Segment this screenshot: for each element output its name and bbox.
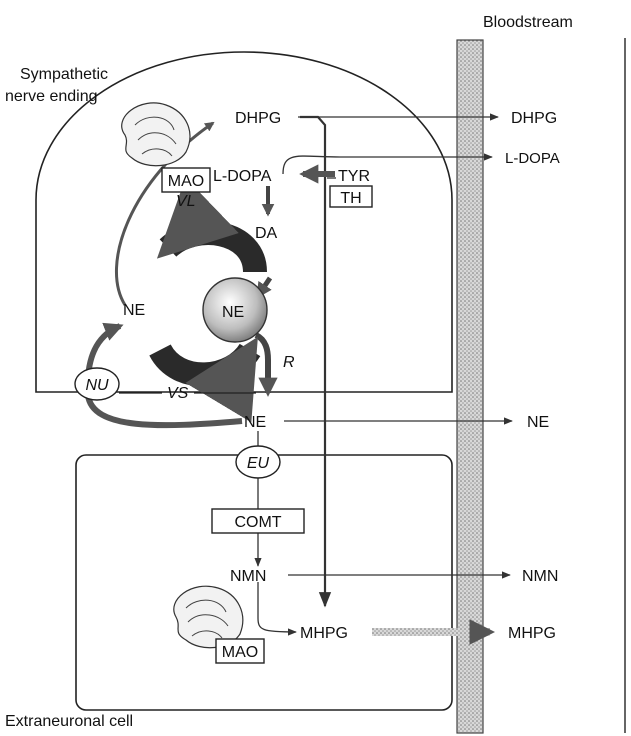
ldopa-label: L-DOPA (213, 168, 272, 185)
nerve-ending-label-line2: nerve ending (5, 88, 98, 105)
nu-transporter: NU (75, 368, 119, 400)
ne-vesicle-label: NE (222, 304, 244, 321)
nmn-to-mhpg-arrow (258, 582, 296, 632)
da-label: DA (255, 225, 278, 242)
blood-ne-label: NE (527, 414, 549, 431)
nmn-label: NMN (230, 568, 266, 585)
release-arrow (256, 335, 268, 393)
th-label: TH (340, 190, 361, 207)
r-label: R (283, 354, 295, 371)
ne-cytoplasm-label: NE (123, 302, 145, 319)
comt-box: COMT (212, 509, 304, 533)
mitochondrion-top (122, 103, 190, 166)
tyr-label: TYR (338, 168, 370, 185)
mao-bottom-label: MAO (222, 644, 258, 661)
vs-label: VS (167, 385, 189, 402)
vl-label: VL (176, 193, 196, 210)
dhpg-label: DHPG (235, 110, 281, 127)
ne-cleft-label: NE (244, 414, 266, 431)
nerve-ending-label-line1: Sympathetic (20, 66, 108, 83)
eu-transporter: EU (236, 446, 280, 478)
blood-ldopa-label: L-DOPA (505, 150, 560, 167)
blood-dhpg-label: DHPG (511, 110, 557, 127)
blood-mhpg-label: MHPG (508, 625, 556, 642)
extraneuronal-label: Extraneuronal cell (5, 713, 133, 730)
blood-nmn-label: NMN (522, 568, 558, 585)
mao-top-box: MAO (162, 168, 210, 192)
th-box: TH (330, 186, 372, 207)
mao-top-label: MAO (168, 173, 204, 190)
comt-label: COMT (234, 514, 281, 531)
nu-label: NU (85, 377, 109, 394)
vl-leak-arrow (168, 233, 255, 272)
mao-bottom-box: MAO (216, 639, 264, 663)
bold-arrows (88, 123, 490, 632)
bloodstream-label: Bloodstream (483, 14, 573, 31)
eu-label: EU (247, 455, 270, 472)
mhpg-label: MHPG (300, 625, 348, 642)
vs-sequester-arrow (160, 350, 250, 374)
